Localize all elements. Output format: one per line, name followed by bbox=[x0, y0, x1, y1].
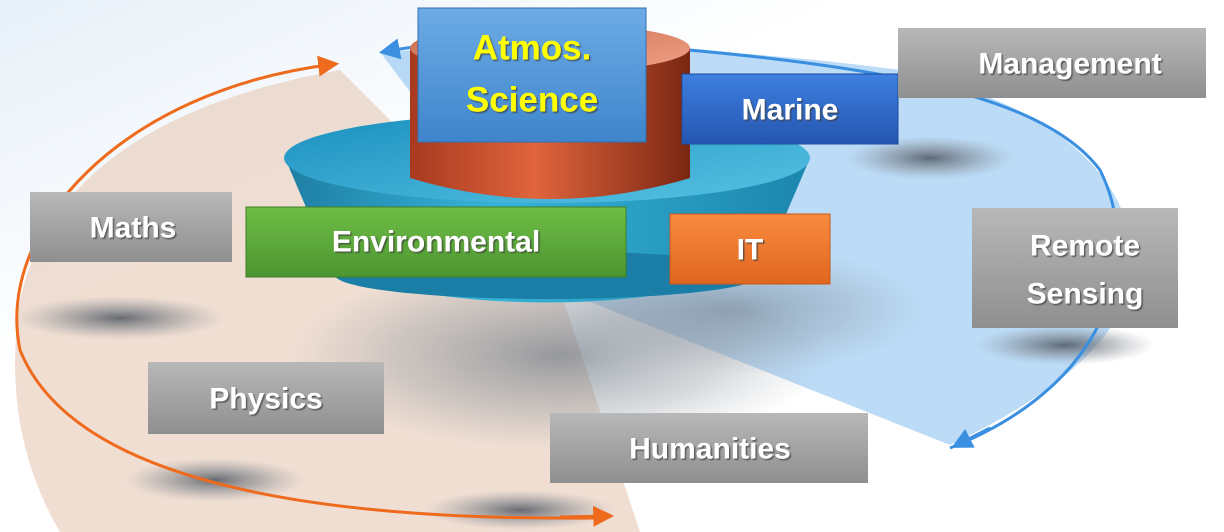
management-box-bg bbox=[898, 28, 1206, 98]
maths-shadow bbox=[15, 296, 225, 340]
orange-arrow-head-bottom bbox=[559, 505, 615, 527]
maths-box: Maths bbox=[30, 192, 232, 262]
remote-sensing-box-bg bbox=[972, 208, 1178, 328]
remote-sensing-label-line1: Remote bbox=[1030, 230, 1140, 263]
humanities-label: Humanities bbox=[629, 433, 791, 466]
environmental-label: Environmental bbox=[332, 226, 540, 259]
orange-cycle-arrow bbox=[15, 55, 596, 520]
humanities-shadow bbox=[425, 490, 615, 530]
marine-box-bg bbox=[681, 73, 899, 145]
atmos-science-label-line2: Science bbox=[466, 81, 598, 120]
marine-label: Marine bbox=[742, 94, 839, 127]
management-label: Management bbox=[978, 48, 1161, 81]
remote-sensing-box: Remote Sensing bbox=[972, 208, 1178, 328]
blue-arrow-head-bottom bbox=[951, 426, 991, 448]
marine-box: Marine bbox=[681, 73, 899, 145]
physics-box-bg bbox=[148, 362, 384, 434]
management-box: Management bbox=[898, 28, 1206, 98]
humanities-box-bg bbox=[550, 413, 868, 483]
environmental-box: Environmental bbox=[245, 206, 627, 278]
atmos-science-box-bg bbox=[417, 7, 647, 143]
management-shadow bbox=[845, 136, 1015, 180]
remote-sensing-shadow bbox=[975, 325, 1155, 365]
maths-label: Maths bbox=[90, 212, 177, 245]
physics-label: Physics bbox=[209, 383, 322, 416]
atmos-science-label-line1: Atmos. bbox=[473, 29, 592, 68]
it-box-bg bbox=[669, 213, 831, 285]
remote-sensing-label-line2: Sensing bbox=[1027, 278, 1144, 311]
it-box: IT bbox=[669, 213, 831, 285]
humanities-box: Humanities bbox=[550, 413, 868, 483]
atmos-science-box: Atmos. Science bbox=[417, 7, 647, 143]
physics-box: Physics bbox=[148, 362, 384, 434]
it-label: IT bbox=[737, 234, 764, 267]
environmental-box-bg bbox=[245, 206, 627, 278]
maths-box-bg bbox=[30, 192, 232, 262]
